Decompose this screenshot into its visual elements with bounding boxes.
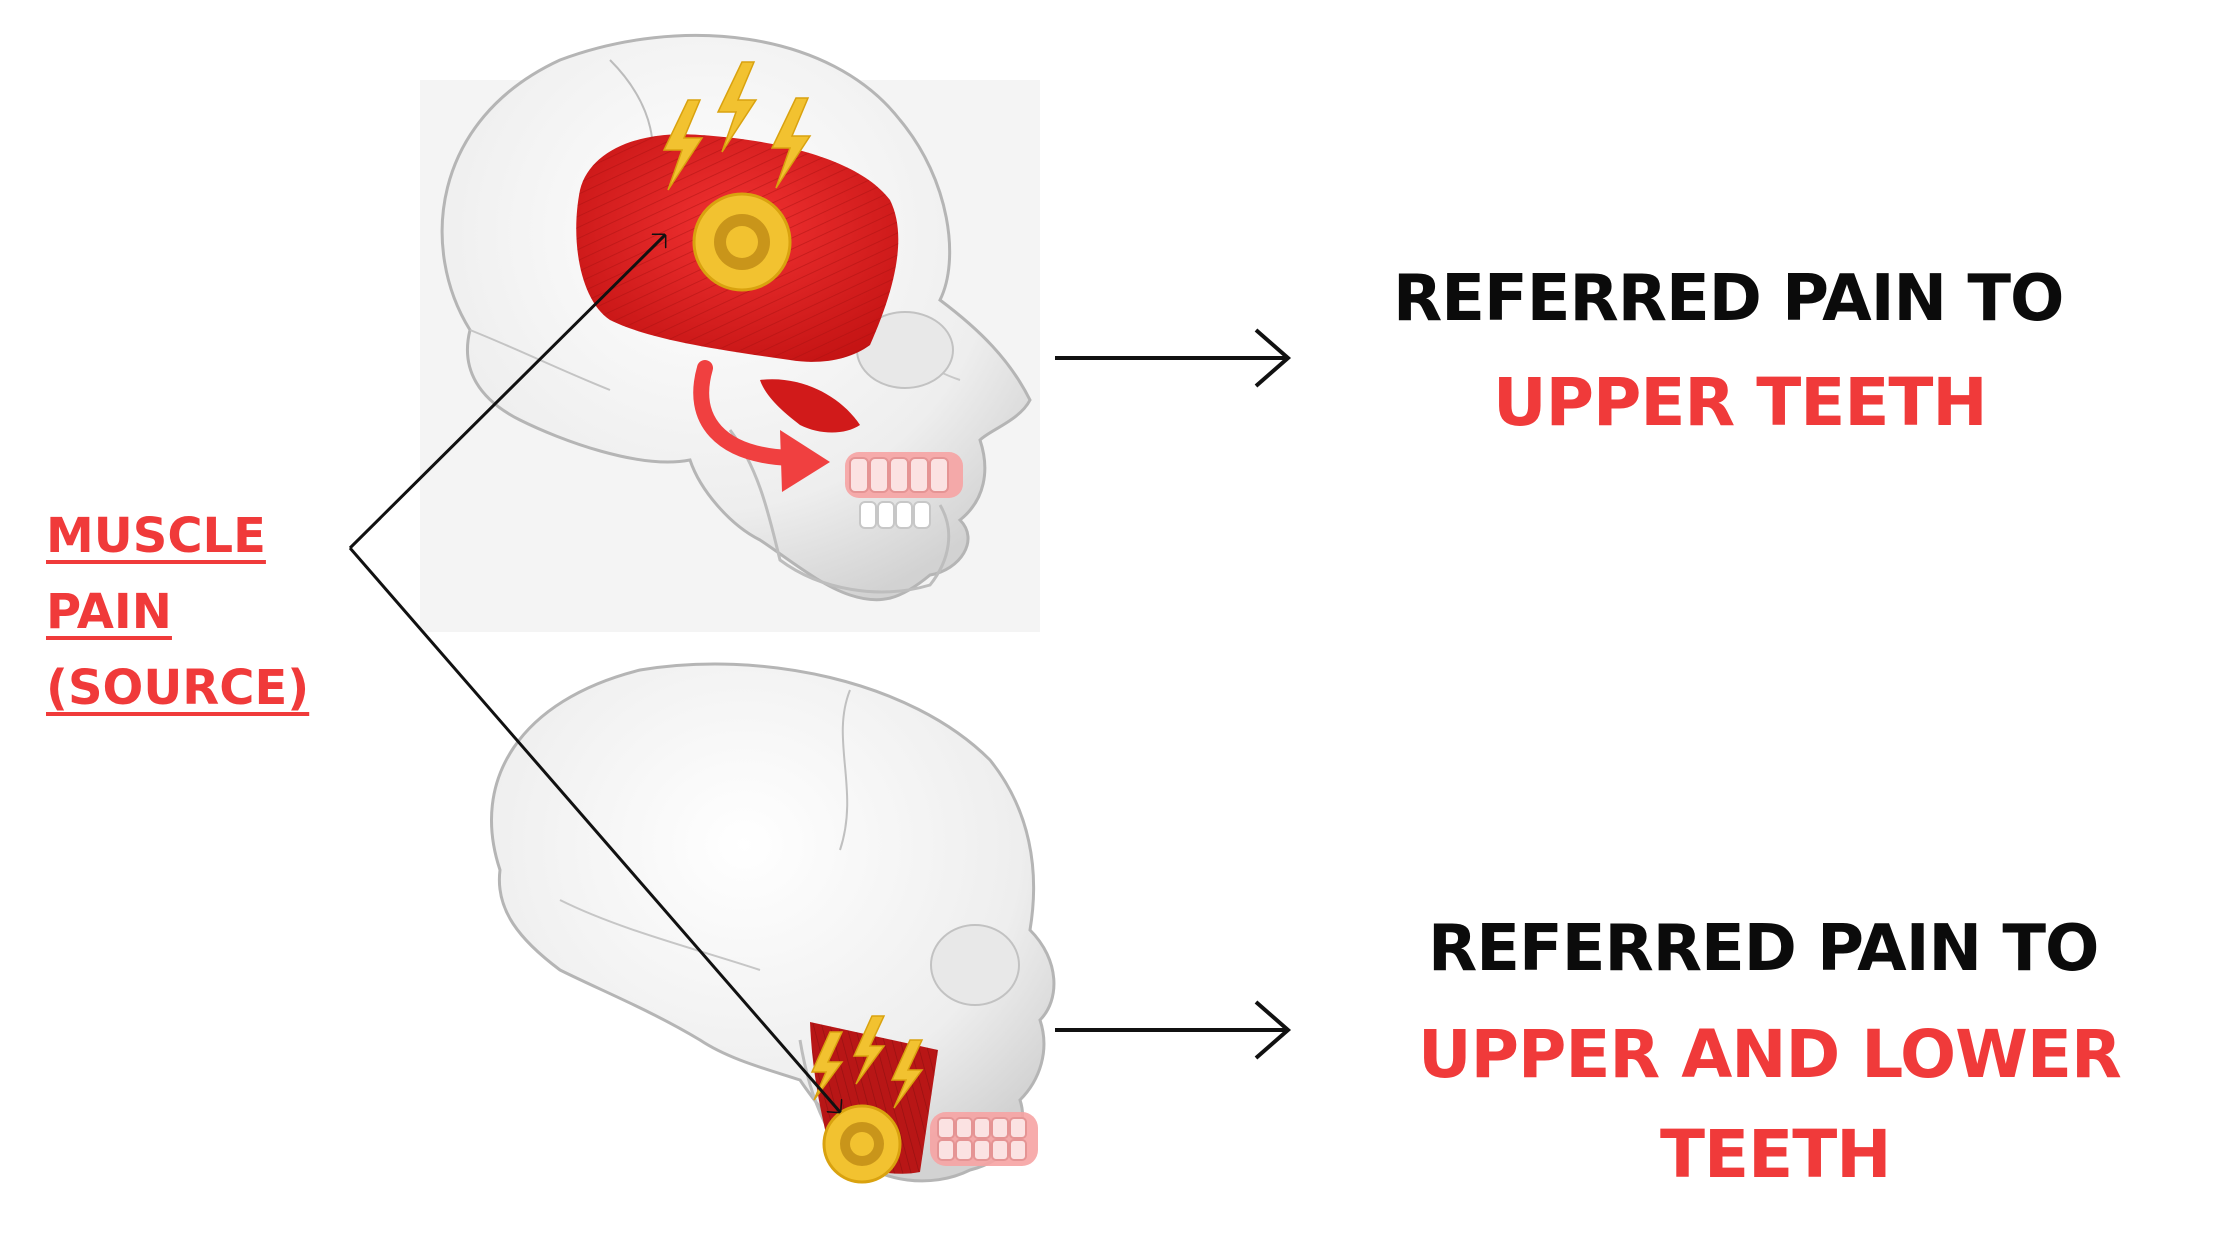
curved-arrow-head	[780, 430, 830, 492]
bottom-skull-suture	[839, 689, 851, 851]
bottom-skull-illustration	[490, 662, 1056, 1184]
lightning-bolt-icon	[810, 1015, 924, 1109]
top-referred-pain-heading: REFERRED PAIN TO	[1393, 262, 2064, 336]
bottom-referred-pain-heading: REFERRED PAIN TO	[1428, 912, 2099, 986]
muscle-pain-source-label: MUSCLE PAIN (SOURCE)	[46, 498, 309, 726]
temporalis-tendon	[760, 379, 860, 433]
bottom-referral-arrow-head	[1254, 1000, 1292, 1060]
top-mandible	[728, 429, 951, 594]
lower-teeth-row	[859, 501, 931, 529]
source-label-line-3: (SOURCE)	[46, 660, 310, 716]
bottom-skull-ridge	[559, 899, 761, 971]
connector-to-masseter	[348, 547, 840, 1112]
top-target-teeth-label: UPPER TEETH	[1493, 364, 1988, 441]
source-label-line-1: MUSCLE	[46, 508, 266, 564]
trigger-point-target-icon	[822, 1104, 902, 1184]
trigger-point-target-icon	[692, 192, 792, 292]
connector-to-temporalis	[348, 235, 665, 550]
bottom-target-teeth-label-line-1: UPPER AND LOWER	[1418, 1016, 2122, 1093]
upper-teeth-row	[849, 457, 949, 493]
bottom-teeth-row	[937, 1117, 1027, 1161]
bottom-skull-orbit	[930, 924, 1020, 1006]
source-label-line-2: PAIN	[46, 584, 172, 640]
referral-arrows	[1055, 328, 1292, 1060]
source-connector-lines	[348, 235, 840, 1112]
lightning-bolt-icon	[662, 61, 812, 191]
top-referral-arrow-head	[1254, 328, 1292, 388]
bottom-skull	[490, 662, 1056, 1183]
top-skull-illustration	[420, 33, 1040, 632]
curved-arrow-icon	[693, 360, 798, 466]
bottom-target-teeth-label-line-2: TEETH	[1660, 1116, 1891, 1193]
